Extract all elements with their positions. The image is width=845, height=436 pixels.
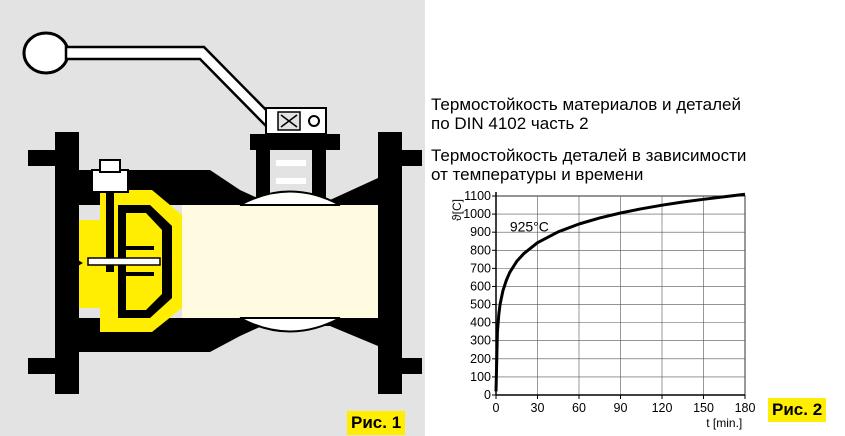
temperature-time-chart: 0 100 200 300 400 500 600 700 800 900 1000 1100 0 30 6… xyxy=(450,189,756,430)
x-tick-label: 150 xyxy=(693,401,714,415)
figure-1-label: Рис. 1 xyxy=(347,411,406,435)
y-axis-label: ϑ[C] xyxy=(450,199,464,221)
heading-line-3: Термостойкость деталей в зависимости xyxy=(431,146,747,165)
ball-valve-cutaway-icon xyxy=(22,31,422,394)
figure-2-label: Рис. 2 xyxy=(768,398,827,422)
x-tick-label: 30 xyxy=(531,401,545,415)
x-axis-label: t [min.] xyxy=(706,416,742,430)
x-tick-label: 0 xyxy=(493,401,500,415)
heading-line-4: от температуры и времени xyxy=(431,165,644,184)
y-tick-label: 100 xyxy=(470,370,491,384)
flow-passage xyxy=(182,205,378,318)
x-tick-label: 60 xyxy=(572,401,586,415)
y-tick-label: 1100 xyxy=(464,189,491,203)
y-tick-label: 300 xyxy=(470,334,491,348)
y-tick-label: 0 xyxy=(484,388,491,402)
lever-handle-icon xyxy=(22,31,276,128)
valve-ball xyxy=(239,190,341,333)
x-tick-label: 90 xyxy=(614,401,628,415)
y-tick-label: 700 xyxy=(470,261,491,275)
valve-diagram: Рис. 1 xyxy=(0,0,425,436)
x-tick-label: 120 xyxy=(652,401,673,415)
y-tick-label: 400 xyxy=(470,316,491,330)
y-tick-label: 800 xyxy=(470,243,491,257)
y-tick-label: 600 xyxy=(470,279,491,293)
x-tick-label: 180 xyxy=(735,401,756,415)
y-tick-label: 200 xyxy=(470,352,491,366)
series-line xyxy=(494,192,746,392)
thermal-trigger-icon xyxy=(58,159,182,332)
heading-line-1: Термостойкость материалов и деталей xyxy=(431,95,741,114)
heading-line-2: по DIN 4102 часть 2 xyxy=(431,114,589,133)
annotation-label: 925°C xyxy=(510,219,549,235)
y-tick-label: 900 xyxy=(470,225,491,239)
y-tick-label: 1000 xyxy=(463,207,491,221)
y-tick-label: 500 xyxy=(470,298,491,312)
